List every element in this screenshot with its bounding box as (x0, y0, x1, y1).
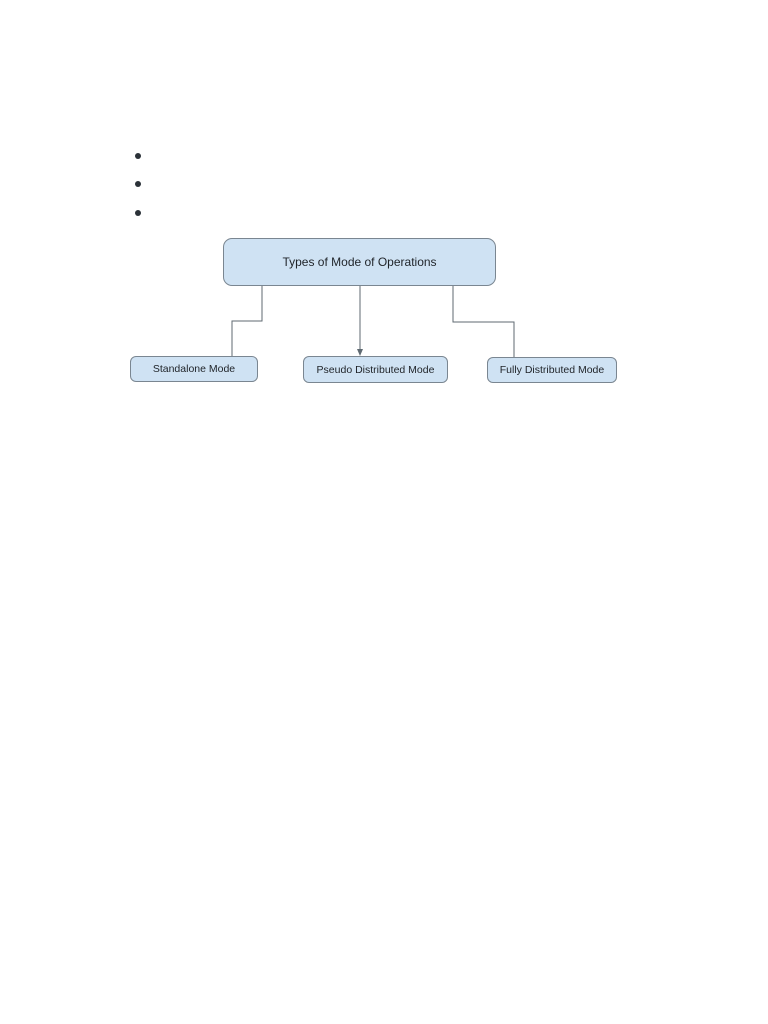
bullet-icon (135, 181, 141, 187)
bullet-icon (135, 153, 141, 159)
bullet-item (135, 210, 151, 216)
node-types-of-mode-of-operations: Types of Mode of Operations (223, 238, 496, 286)
node-fully-distributed-mode: Fully Distributed Mode (487, 357, 617, 383)
bullet-icon (135, 210, 141, 216)
node-label: Pseudo Distributed Mode (316, 363, 435, 376)
node-pseudo-distributed-mode: Pseudo Distributed Mode (303, 356, 448, 383)
bullet-item (135, 181, 151, 187)
node-label: Standalone Mode (152, 363, 236, 375)
node-standalone-mode: Standalone Mode (130, 356, 258, 382)
node-label: Types of Mode of Operations (282, 255, 437, 269)
node-label: Fully Distributed Mode (499, 364, 605, 376)
bullet-item (135, 153, 151, 159)
